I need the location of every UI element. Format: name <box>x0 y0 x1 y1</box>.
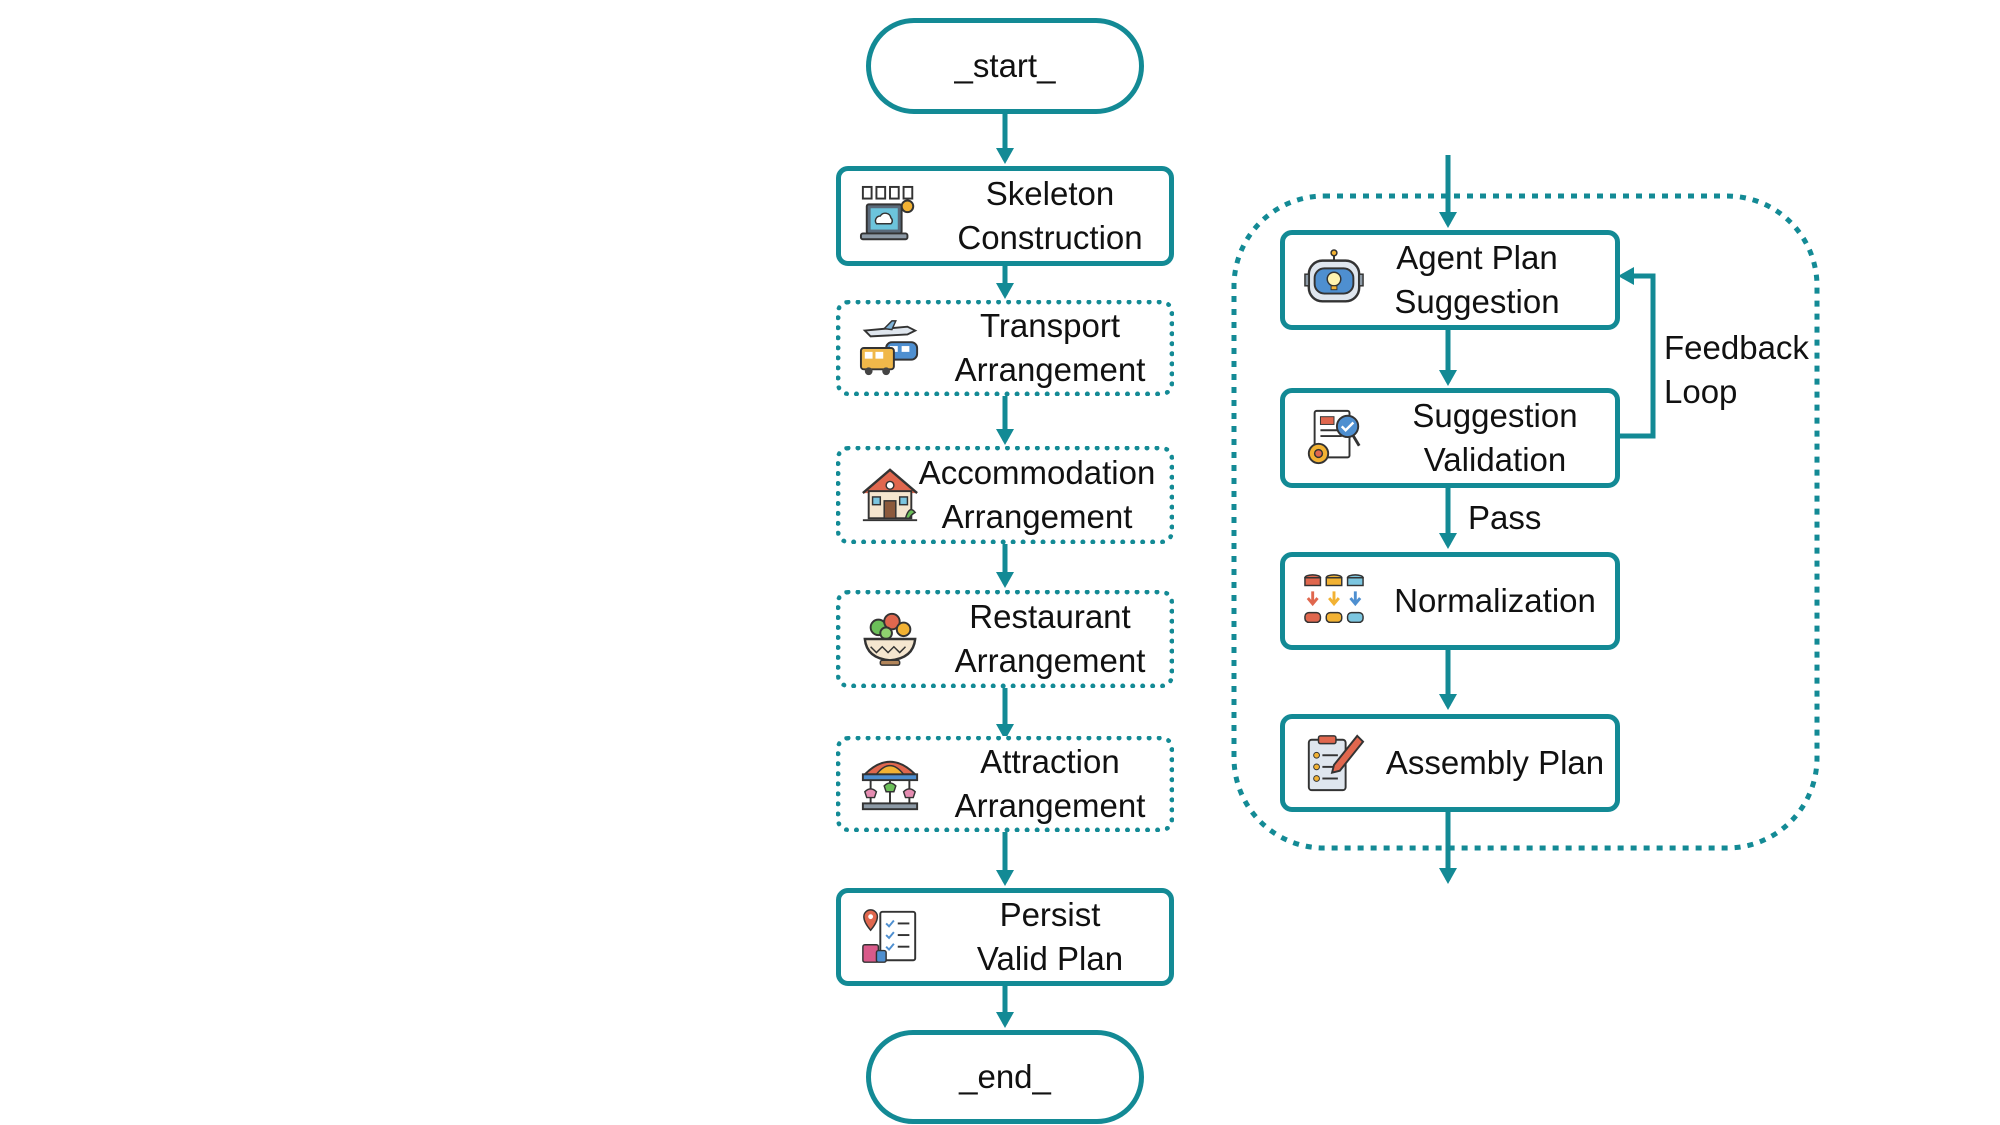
node-label: Suggestion Validation <box>1381 393 1609 483</box>
pass-label: Pass <box>1468 499 1542 536</box>
carousel-icon <box>861 760 919 811</box>
step-transport-arrangement: Transport Arrangement <box>836 300 1174 396</box>
assembly-plan-node: Assembly Plan <box>1280 714 1620 812</box>
step-label-line2: Arrangement <box>954 787 1146 824</box>
subprocess-region <box>1231 193 1820 851</box>
node-label-line1: Suggestion <box>1412 397 1578 434</box>
node-label-line2: Suggestion <box>1394 283 1560 320</box>
node-label: Normalization <box>1394 582 1596 619</box>
step-label-line1: Transport <box>980 307 1120 344</box>
step-label-line2: Arrangement <box>954 642 1146 679</box>
step-label: Transport Arrangement <box>937 305 1163 391</box>
step-label-line1: Attraction <box>980 743 1120 780</box>
step-skeleton-construction: Skeleton Construction <box>836 166 1174 266</box>
step-label-line1: Persist <box>999 896 1101 933</box>
robot-bulb-icon <box>1304 249 1364 303</box>
step-label: Accommodation Arrangement <box>911 451 1163 539</box>
step-restaurant-arrangement: Restaurant Arrangement <box>836 590 1174 688</box>
step-label-line1: Skeleton <box>985 175 1115 212</box>
node-label: Agent Plan Suggestion <box>1345 235 1609 325</box>
step-label-line2: Valid Plan <box>976 940 1124 977</box>
step-label: Attraction Arrangement <box>937 741 1163 827</box>
document-check-icon <box>1307 409 1361 465</box>
food-bowl-icon <box>863 612 917 666</box>
node-label-line1: Agent Plan <box>1396 239 1558 276</box>
step-label-line1: Restaurant <box>969 598 1131 635</box>
clipboard-pen-icon <box>1307 734 1365 792</box>
step-label-line2: Arrangement <box>954 351 1146 388</box>
step-label: Persist Valid Plan <box>937 893 1163 981</box>
start-label: _start_ <box>954 47 1056 84</box>
step-label-line2: Construction <box>957 219 1143 256</box>
laptop-cloud-icon <box>859 185 915 241</box>
train-bus-plane-icon <box>859 320 919 376</box>
agent-plan-suggestion-node: Agent Plan Suggestion <box>1280 230 1620 330</box>
step-label-line1: Accommodation <box>918 454 1156 491</box>
step-persist-valid-plan: Persist Valid Plan <box>836 888 1174 986</box>
step-label: Restaurant Arrangement <box>937 595 1163 683</box>
feedback-line2: Loop <box>1664 373 1738 410</box>
feedback-loop-line <box>1617 267 1656 439</box>
step-label: Skeleton Construction <box>937 171 1163 261</box>
end-label: _end_ <box>959 1058 1051 1095</box>
step-accommodation-arrangement: Accommodation Arrangement <box>836 446 1174 544</box>
checklist-map-icon <box>862 909 917 963</box>
house-icon <box>862 468 918 522</box>
feedback-line1: Feedback <box>1664 329 1809 366</box>
node-label: Assembly Plan <box>1385 744 1605 781</box>
feedback-loop-label: Feedback Loop <box>1664 326 1809 414</box>
step-attraction-arrangement: Attraction Arrangement <box>836 736 1174 832</box>
suggestion-validation-node: Suggestion Validation <box>1280 388 1620 488</box>
data-normalize-icon <box>1304 574 1364 624</box>
normalization-node: Normalization <box>1280 552 1620 650</box>
node-label-line2: Validation <box>1423 441 1567 478</box>
step-label-line2: Arrangement <box>941 498 1133 535</box>
end-node: _end_ <box>866 1030 1144 1124</box>
start-node: _start_ <box>866 18 1144 114</box>
